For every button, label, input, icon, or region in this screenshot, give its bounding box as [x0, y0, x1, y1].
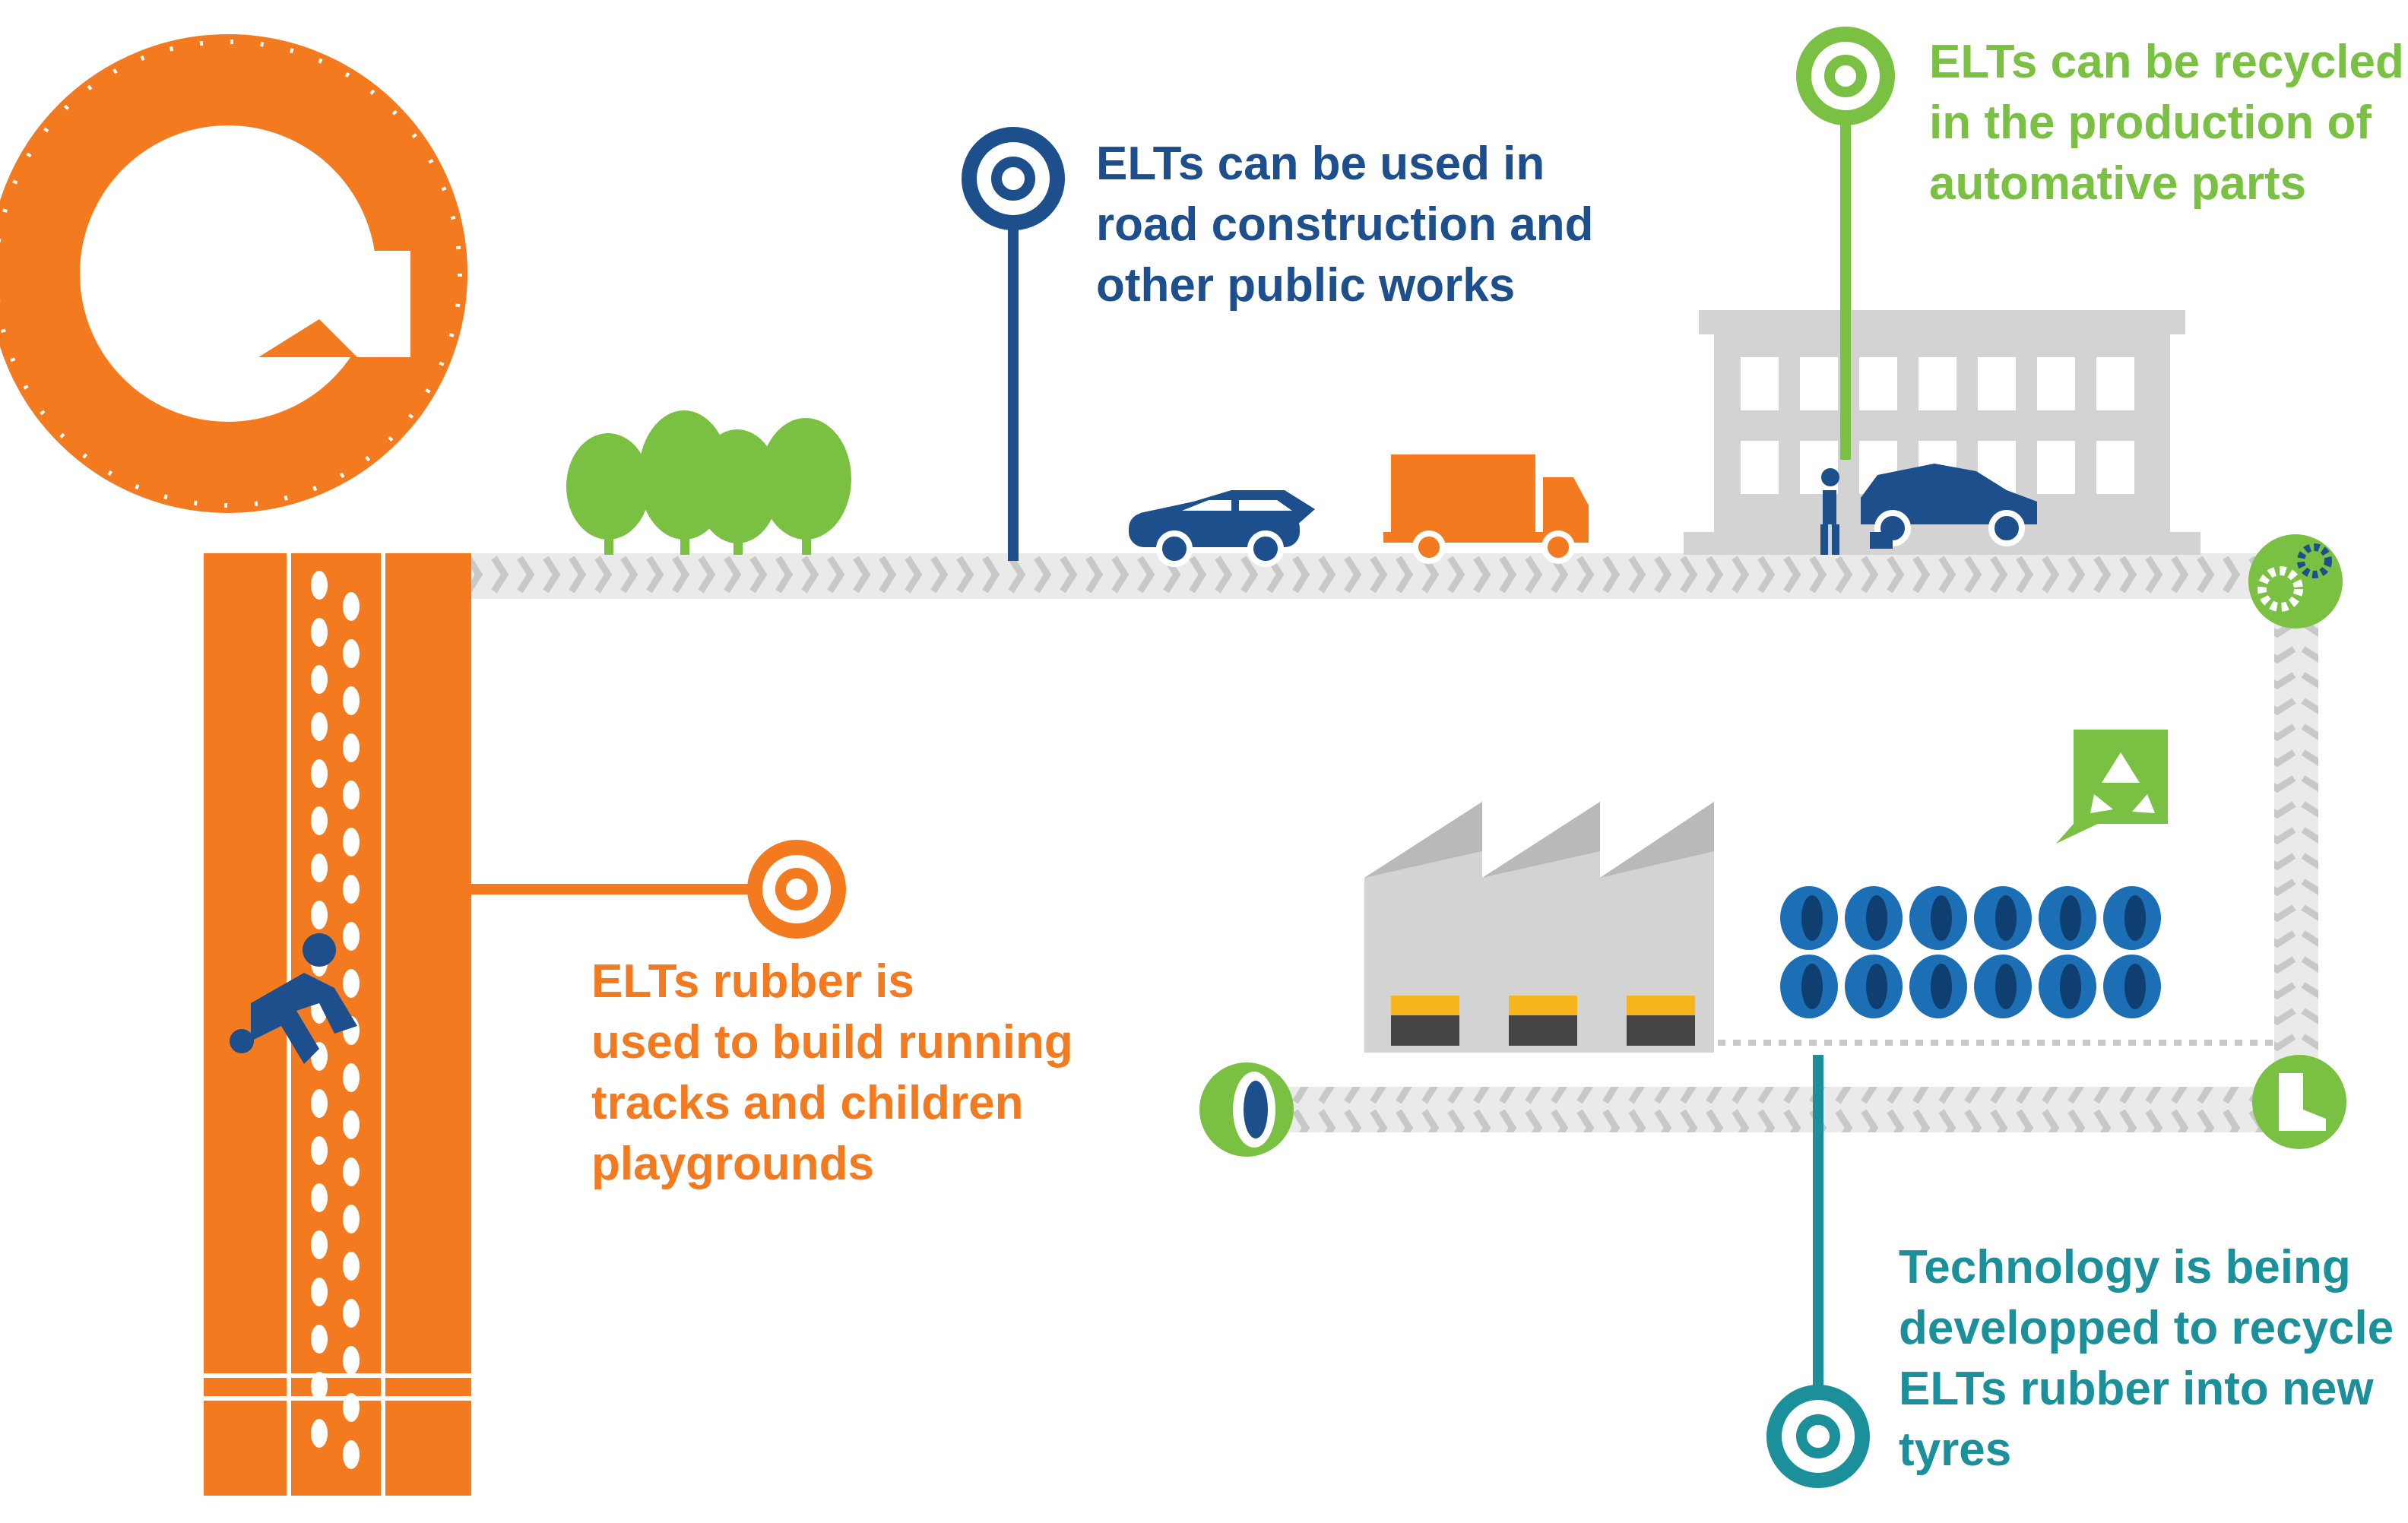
- runner-icon: [230, 933, 357, 1064]
- car-icon: [1129, 490, 1315, 567]
- callout-road-construction: ELTs can be used in road construction an…: [1096, 134, 1593, 316]
- callout-line: ELTs can be recycled: [1929, 36, 2404, 88]
- boot-icon: [2252, 1055, 2346, 1149]
- callout-line: automative parts: [1929, 157, 2307, 210]
- garage-building-icon: [1684, 310, 2200, 555]
- callout-line: in the production of: [1929, 97, 2372, 149]
- upper-road: [464, 553, 2273, 599]
- callout-automotive-parts: ELTs can be recycled in the production o…: [1929, 32, 2404, 214]
- factory-icon: [1364, 802, 1714, 1053]
- callout-line: ELTs rubber is: [591, 955, 914, 1008]
- mechanic-icon: [1820, 464, 2037, 555]
- pin-icon: [747, 840, 846, 939]
- callout-line: ELTs rubber into new: [1899, 1363, 2374, 1415]
- tyre-icon: [0, 34, 467, 513]
- callout-line: developped to recycle: [1899, 1302, 2394, 1354]
- tree-icon: [566, 410, 851, 555]
- callout-line: Technology is being: [1899, 1241, 2351, 1293]
- callout-line: ELTs can be used in: [1096, 138, 1545, 190]
- truck-icon: [1383, 454, 1589, 564]
- callout-line: tyres: [1899, 1423, 2012, 1476]
- callout-line: other public works: [1096, 259, 1516, 312]
- tyre-stack-icon: [1780, 886, 2161, 1018]
- pin-icon: [1796, 27, 1895, 125]
- tyre-end-icon: [1199, 1062, 1294, 1157]
- callout-running-tracks: ELTs rubber is used to build running tra…: [591, 951, 1073, 1195]
- right-road: [2274, 585, 2318, 1102]
- callout-line: road construction and: [1096, 198, 1594, 251]
- pin-icon: [1766, 1385, 1870, 1488]
- callout-new-tyres: Technology is being developped to recycl…: [1899, 1237, 2394, 1480]
- gear-icon: [2248, 534, 2343, 629]
- callout-line: used to build running: [591, 1016, 1073, 1069]
- callout-line: tracks and children: [591, 1077, 1024, 1129]
- pin-icon: [962, 127, 1065, 230]
- callout-line: playgrounds: [591, 1138, 875, 1190]
- recycle-icon: [2056, 730, 2168, 844]
- lower-road: [1247, 1087, 2311, 1132]
